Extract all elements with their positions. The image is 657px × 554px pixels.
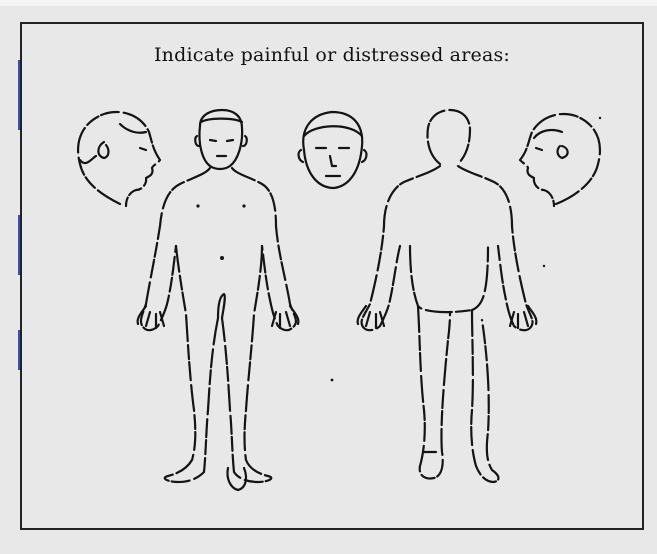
face-front-icon[interactable] — [299, 112, 367, 188]
body-front-icon[interactable] — [138, 110, 299, 490]
body-back-icon[interactable] — [358, 110, 537, 482]
head-profile-left-icon[interactable] — [78, 112, 160, 206]
scan-speck — [543, 265, 545, 267]
scan-speck — [331, 379, 334, 382]
head-profile-right-icon[interactable] — [520, 114, 600, 206]
scan-speck — [599, 117, 601, 119]
